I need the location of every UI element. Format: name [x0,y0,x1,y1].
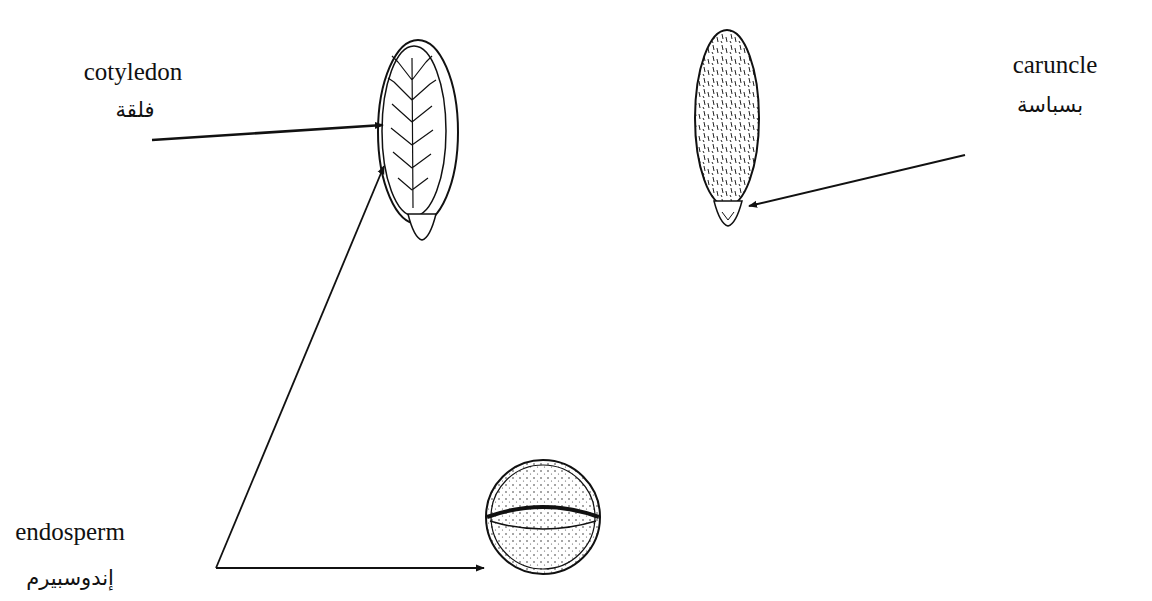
part-label-arabic: فلقة [116,98,155,122]
part-label-arabic: بسباسة [1017,93,1083,117]
endosperm-sphere [486,460,600,574]
seed-section [378,40,458,240]
part-label: caruncle [1013,51,1098,80]
part-label: cotyledon [84,58,183,87]
part-label-arabic: إندوسبيرم [26,566,114,590]
part-label: endosperm [15,518,125,547]
whole-seed [695,30,759,226]
leader-lines [152,125,965,568]
